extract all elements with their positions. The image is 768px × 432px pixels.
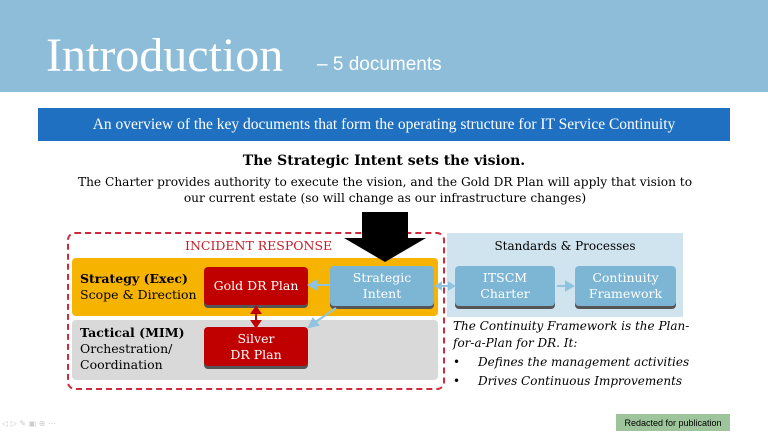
tactical-sub1: Orchestration/ (80, 341, 173, 356)
heading: The Strategic Intent sets the vision. (242, 153, 526, 169)
standards-title: Standards & Processes (494, 239, 636, 253)
header-band (0, 0, 768, 92)
strategy-sub: Scope & Direction (80, 287, 197, 302)
tactical-label: Tactical (MIM)Orchestration/Coordination (80, 325, 185, 373)
tactical-title: Tactical (MIM) (80, 325, 185, 340)
note-text: The Continuity Framework is the Plan-for… (453, 319, 690, 350)
slide-nav-icons[interactable]: ◁ ▷ ✎ ▣ ⊕ ⋯ (2, 419, 56, 428)
strategy-label: Strategy (Exec)Scope & Direction (80, 271, 197, 303)
overview-banner: An overview of the key documents that fo… (38, 108, 730, 141)
note-bullet: •Drives Continuous Improvements (453, 374, 683, 388)
note-bullet: •Defines the management activities (453, 355, 690, 369)
redacted-badge: Redacted for publication (616, 414, 730, 431)
gold-dr-plan-box: Gold DR Plan (204, 267, 308, 305)
slide-subtitle: – 5 documents (317, 54, 442, 75)
gold-silver-arrow (250, 305, 262, 329)
continuity-note: The Continuity Framework is the Plan-for… (453, 318, 693, 392)
slide-title: Introduction (46, 29, 284, 82)
strategy-title: Strategy (Exec) (80, 271, 188, 286)
big-down-arrow-icon (344, 212, 426, 262)
strategic-to-silver-arrow (313, 307, 337, 324)
incident-response-border (67, 232, 445, 390)
gold-label: Gold DR Plan (213, 278, 299, 293)
incident-response-label: INCIDENT RESPONSE (185, 238, 333, 253)
subheading: The Charter provides authority to execut… (77, 175, 693, 205)
tactical-sub2: Coordination (80, 357, 163, 372)
